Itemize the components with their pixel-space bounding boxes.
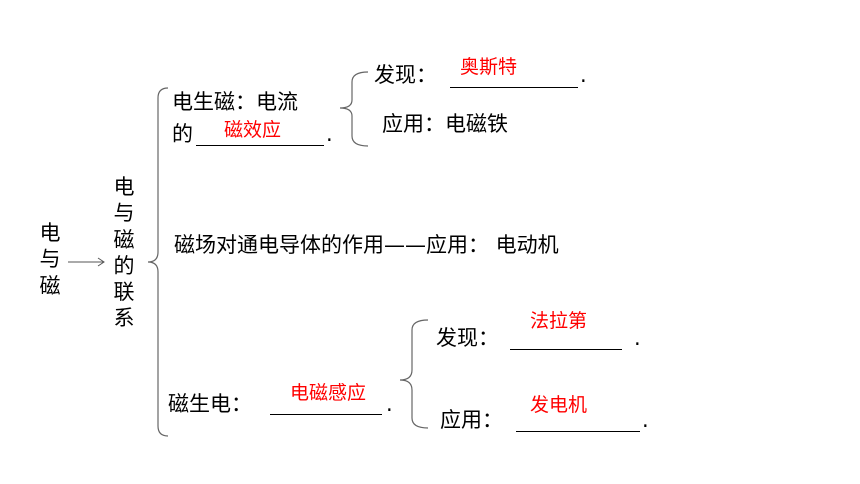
section3-label: 磁生电： [168,392,252,416]
section1-dot: . [326,122,333,146]
section3-apply-answer: 发电机 [530,394,588,416]
section1-discover-dot: . [580,63,587,87]
section3-answer-underline [270,414,382,415]
section1-discover-underline [450,87,578,88]
section1-bracket [339,71,369,147]
section3-apply-label: 应用： [440,408,503,432]
section3-apply-underline [516,431,640,432]
section3-answer: 电磁感应 [290,382,367,404]
root-label: 电与磁 [39,221,61,298]
section3-discover-dot: . [634,326,641,350]
section1-answer: 磁效应 [224,119,282,141]
section3-discover-label: 发现： [436,326,499,350]
section3-bracket [399,319,429,429]
section1-discover-label: 发现： [374,63,437,87]
section1-answer-underline [196,145,324,146]
section3-apply-dot: . [642,408,649,432]
section1-line1: 电生磁：电流 [172,90,298,114]
section1-line2-prefix: 的 [172,122,193,146]
section1-discover-answer: 奥斯特 [460,56,518,78]
section2-text: 磁场对通电导体的作用——应用： 电动机 [174,233,559,257]
section3-discover-answer: 法拉第 [530,310,588,332]
section3-discover-underline [510,349,622,350]
branch-label: 电与磁的联系 [113,175,135,331]
section3-dot: . [386,392,393,416]
main-bracket [147,87,169,437]
section1-apply-label: 应用：电磁铁 [382,112,508,136]
root-arrow [68,257,105,267]
